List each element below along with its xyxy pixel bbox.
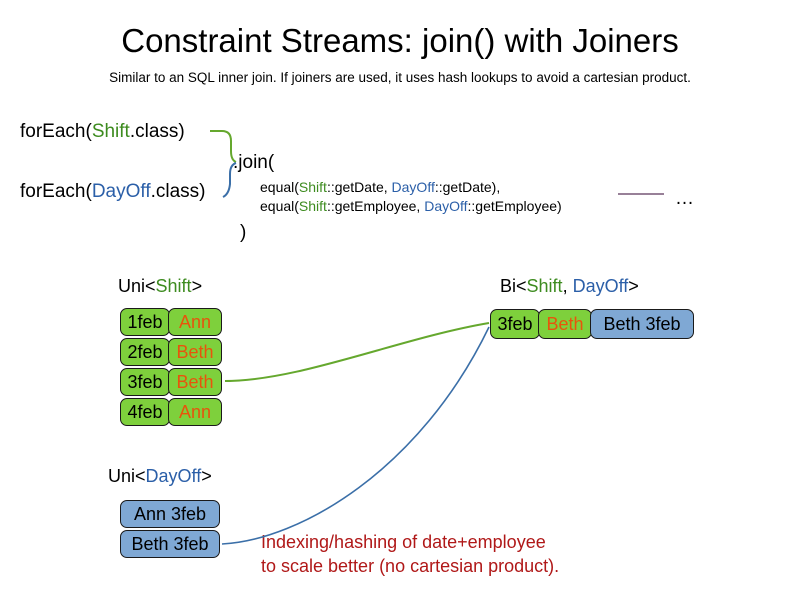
code-arg1-prefix: equal( [260, 179, 299, 195]
code-arg2-left-ref: ::getEmployee, [326, 198, 425, 214]
code-arg1-right-ref: ::getDate), [434, 179, 501, 195]
code-arg2-left-type: Shift [298, 198, 327, 214]
uni-shift-tuple-row: 2feb Beth [120, 338, 222, 366]
code-joiner-equal-employee: equal(Shift::getEmployee, DayOff::getEmp… [260, 197, 562, 215]
caption-uni-shift-type: Shift [155, 276, 192, 296]
uni-shift-tuple-row: 4feb Ann [120, 398, 222, 426]
code-arg1-right-type: DayOff [391, 179, 435, 195]
caption-bi-prefix: Bi< [500, 276, 527, 296]
code-join-open: .join( [233, 152, 275, 173]
tuple-cell-date: 3feb [490, 309, 540, 339]
caption-uni-dayoff-suffix: > [201, 466, 212, 486]
annotation-line-1: Indexing/hashing of date+employee [261, 532, 546, 552]
tuple-cell-employee: Beth [168, 338, 222, 366]
tuple-cell-employee: Ann [168, 308, 222, 336]
annotation-note: Indexing/hashing of date+employee to sca… [261, 530, 559, 578]
caption-uni-dayoff-type: DayOff [145, 466, 202, 486]
code-foreach-dayoff: forEach(DayOff.class) [20, 181, 206, 203]
caption-bi-type-b: DayOff [572, 276, 629, 296]
code-token-dayoff: DayOff [91, 181, 151, 202]
caption-bi-type-a: Shift [526, 276, 563, 296]
code-arg2-prefix: equal( [260, 198, 299, 214]
page-title: Constraint Streams: join() with Joiners [121, 22, 679, 59]
code-foreach-shift-suffix: .class) [129, 121, 185, 142]
code-foreach-dayoff-suffix: .class) [150, 181, 206, 202]
annotation-line-2: to scale better (no cartesian product). [261, 556, 560, 576]
code-token-shift: Shift [91, 121, 130, 142]
code-arg1-left-ref: ::getDate, [326, 179, 392, 195]
code-arg1-left-type: Shift [298, 179, 327, 195]
caption-bi: Bi<Shift, DayOff> [500, 275, 639, 297]
tuple-cell-employee: Beth [538, 309, 592, 339]
connector-shift-to-bi [224, 322, 490, 382]
caption-uni-shift-suffix: > [191, 276, 203, 296]
tuple-cell-pair: Beth 3feb [590, 309, 694, 339]
code-foreach-shift: forEach(Shift.class) [20, 121, 185, 143]
connector-dayoff-to-bi [221, 326, 490, 545]
tuple-cell-date: 3feb [120, 368, 170, 396]
bi-tuple-row: 3feb Beth Beth 3feb [490, 309, 694, 339]
uni-dayoff-tuple-row: Beth 3feb [120, 530, 220, 558]
tuple-cell-employee: Beth [168, 368, 222, 396]
code-join-close: ) [240, 222, 247, 243]
tuple-cell-pair: Beth 3feb [120, 530, 220, 558]
code-foreach-dayoff-prefix: forEach( [20, 181, 92, 202]
code-ellipsis: … [675, 188, 694, 209]
code-joiner-equal-date: equal(Shift::getDate, DayOff::getDate), [260, 178, 500, 196]
caption-uni-dayoff: Uni<DayOff> [108, 465, 212, 487]
uni-shift-tuple-row: 3feb Beth [120, 368, 222, 396]
tuple-cell-pair: Ann 3feb [120, 500, 220, 528]
code-arg2-right-type: DayOff [424, 198, 468, 214]
tuple-cell-date: 4feb [120, 398, 170, 426]
uni-dayoff-tuple-row: Ann 3feb [120, 500, 220, 528]
code-foreach-shift-prefix: forEach( [20, 121, 92, 142]
uni-shift-tuple-row: 1feb Ann [120, 308, 222, 336]
caption-uni-dayoff-prefix: Uni< [108, 466, 146, 486]
code-arg2-right-ref: ::getEmployee) [467, 198, 562, 214]
caption-uni-shift: Uni<Shift> [118, 275, 202, 297]
caption-uni-shift-prefix: Uni< [118, 276, 156, 296]
caption-bi-separator: , [562, 276, 573, 296]
tuple-cell-date: 2feb [120, 338, 170, 366]
caption-bi-suffix: > [628, 276, 639, 296]
tuple-cell-employee: Ann [168, 398, 222, 426]
page-subtitle: Similar to an SQL inner join. If joiners… [109, 70, 691, 85]
tuple-cell-date: 1feb [120, 308, 170, 336]
